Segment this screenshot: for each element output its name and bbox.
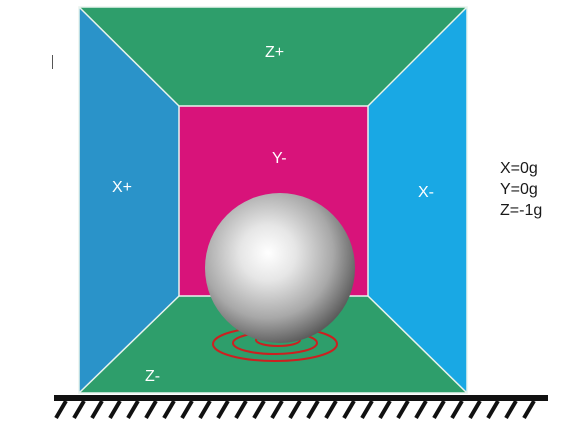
ground — [54, 395, 548, 420]
readout-z: Z=-1g — [500, 202, 543, 219]
readout-y: Y=0g — [500, 181, 538, 198]
face-bottom-z-minus — [79, 296, 467, 393]
face-right-x-minus — [368, 7, 467, 393]
label-z-plus: Z+ — [265, 44, 284, 61]
text-cursor-mark — [52, 55, 53, 69]
label-x-minus: X- — [418, 184, 434, 201]
face-top-z-plus — [79, 7, 467, 106]
label-y-minus: Y- — [272, 150, 287, 167]
acceleration-readout: X=0g Y=0g Z=-1g — [500, 158, 542, 221]
readout-x: X=0g — [500, 160, 538, 177]
label-x-plus: X+ — [112, 179, 132, 196]
face-left-x-plus — [79, 7, 179, 393]
label-z-minus: Z- — [145, 368, 160, 385]
ball — [205, 193, 355, 343]
